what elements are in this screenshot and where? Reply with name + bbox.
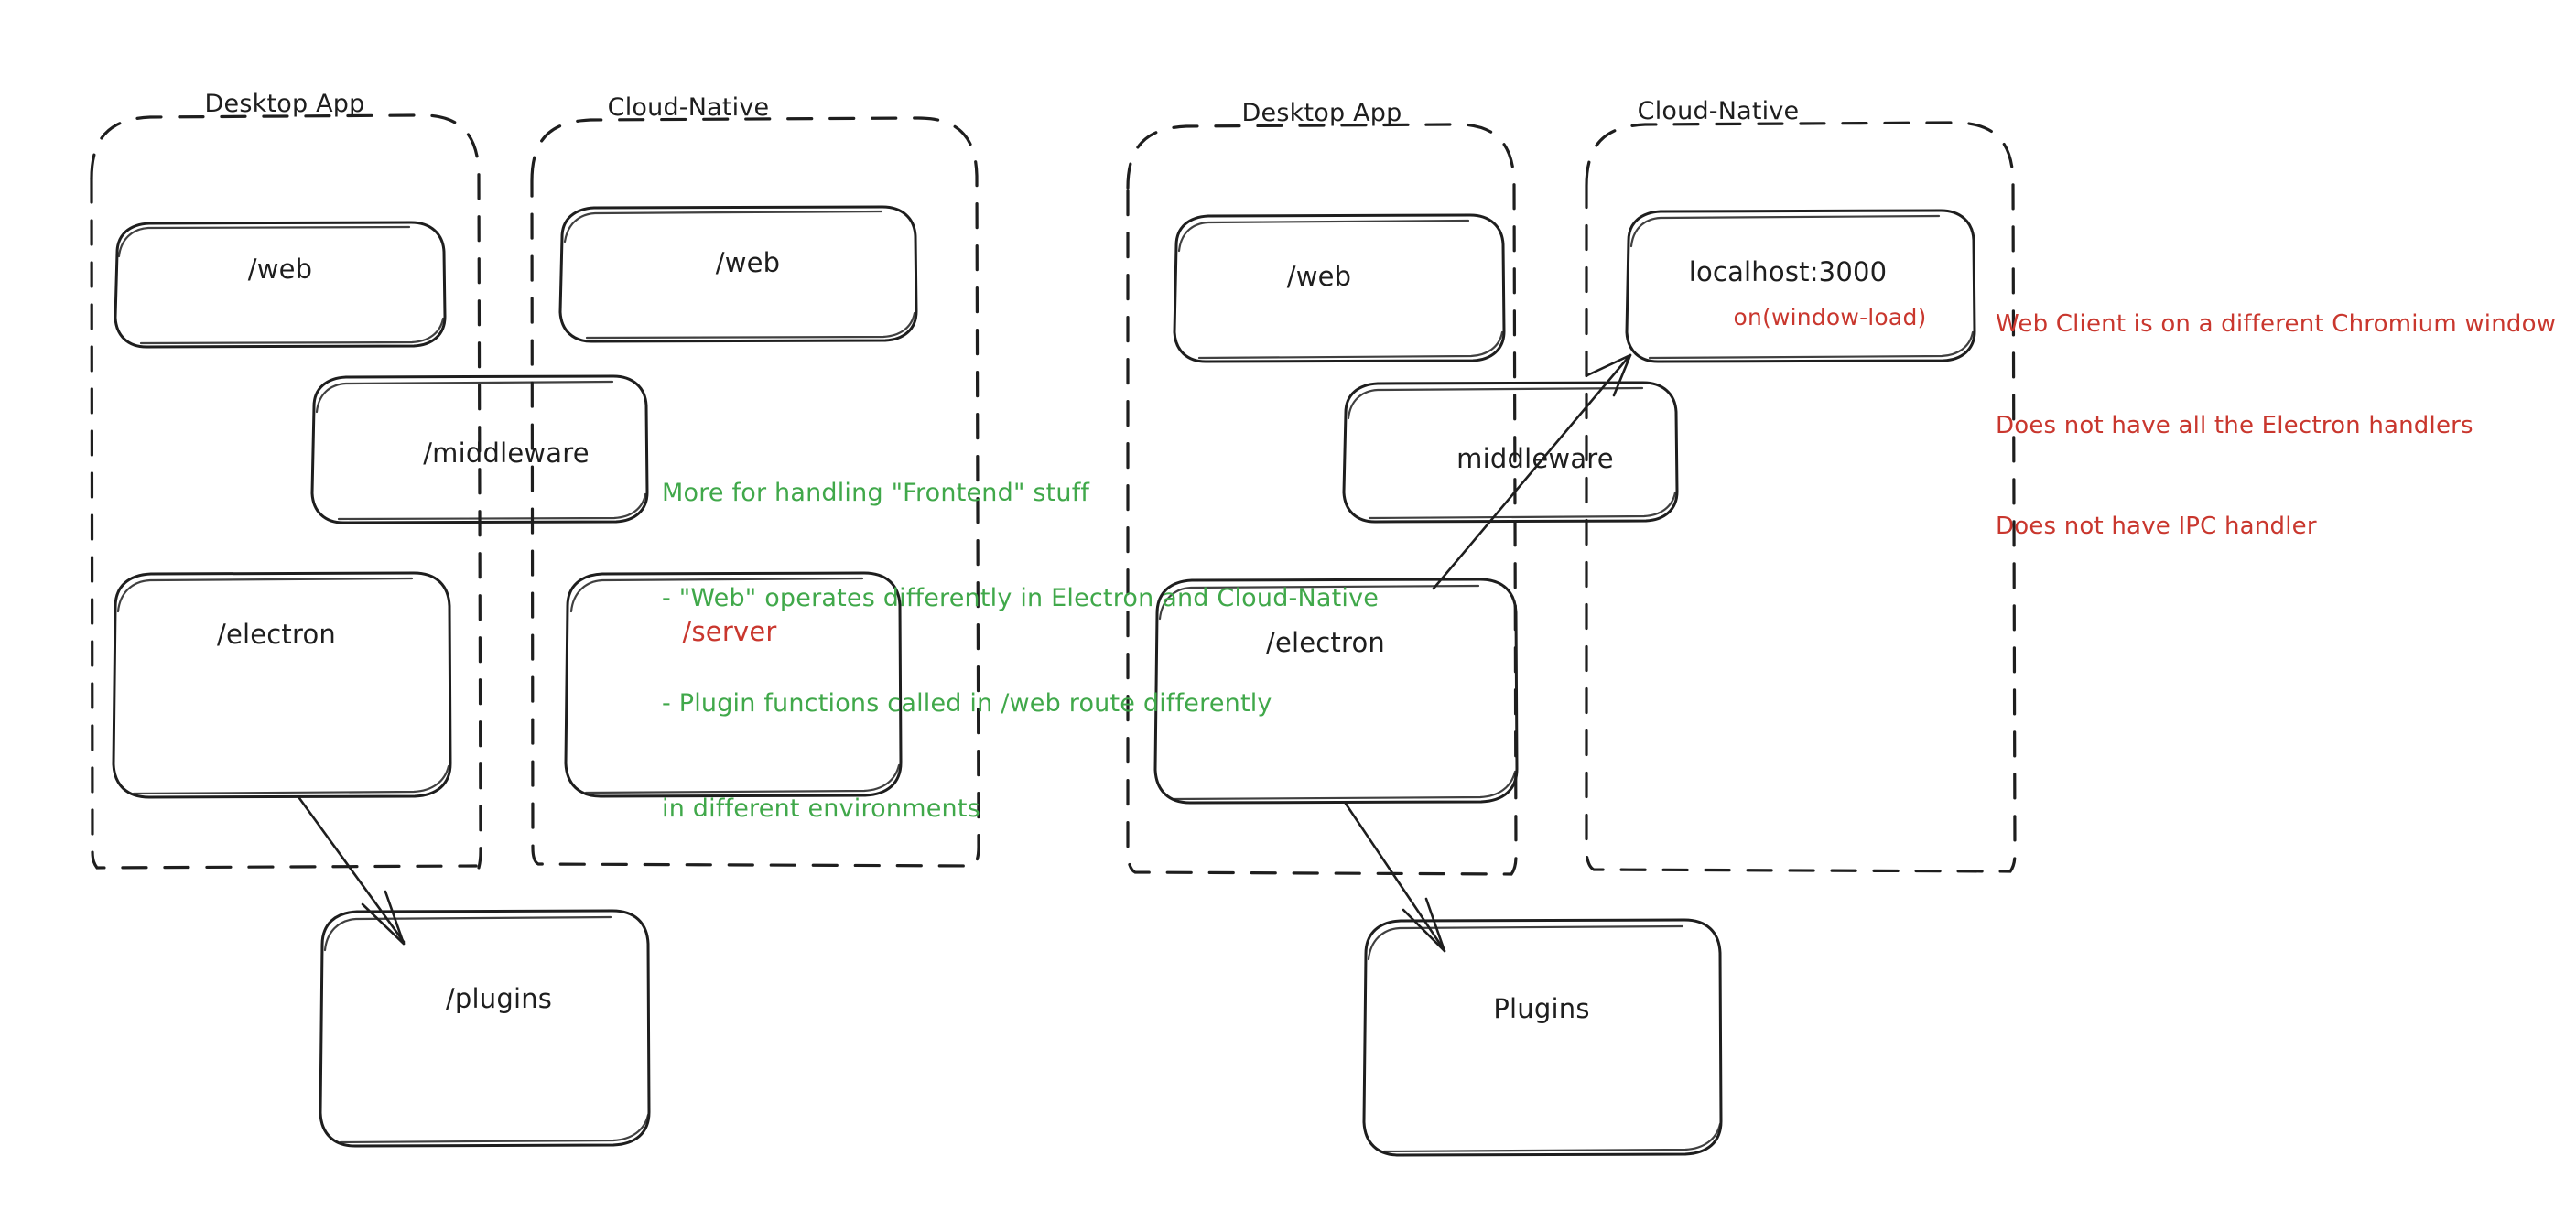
note-red-line-1: Web Client is on a different Chromium wi… [1996, 309, 2557, 338]
note-red-annotation: Web Client is on a different Chromium wi… [1996, 240, 2556, 611]
group-title-right-cloud-native: Cloud-Native [1637, 97, 1800, 125]
note-red-line-2: Does not have all the Electron handlers [1996, 411, 2473, 439]
note-green-line-1: More for handling "Frontend" stuff [662, 478, 1090, 507]
group-outline-right-cloud-native [1585, 121, 2017, 873]
box-sublabel-right-localhost: on(window-load) [1733, 304, 1927, 330]
box-label-left-middleware: /middleware [423, 438, 590, 469]
box-outline-left-electron [112, 571, 452, 799]
note-green-line-2: - "Web" operates differently in Electron… [662, 583, 1380, 612]
group-title-right-desktop-app: Desktop App [1241, 99, 1402, 127]
box-outline-left-plugins [319, 909, 651, 1148]
box-label-left-desktop-web: /web [247, 254, 313, 285]
group-title-left-desktop-app: Desktop App [204, 90, 365, 118]
box-outline-right-plugins [1362, 918, 1723, 1157]
box-label-left-cloud-web: /web [715, 247, 781, 278]
box-label-right-middleware: middleware [1456, 443, 1614, 474]
box-label-right-plugins: Plugins [1493, 993, 1590, 1024]
box-label-left-plugins: /plugins [445, 983, 553, 1014]
group-outline-left-desktop-app [90, 113, 482, 870]
box-label-left-server: /server [682, 616, 777, 647]
box-label-right-desktop-web: /web [1286, 261, 1352, 292]
box-label-right-electron: /electron [1265, 627, 1386, 658]
note-red-line-3: Does not have IPC handler [1996, 513, 2317, 541]
arrow-left-electron-to-plugins [298, 796, 406, 946]
box-label-left-electron: /electron [216, 619, 337, 650]
note-green-line-4: in different environments [662, 794, 980, 823]
note-green-annotation: More for handling "Frontend" stuff - "We… [662, 405, 1379, 897]
note-green-line-3: - Plugin functions called in /web route … [662, 688, 1272, 718]
box-label-right-localhost: localhost:3000 [1688, 256, 1888, 287]
group-title-left-cloud-native: Cloud-Native [607, 93, 770, 122]
